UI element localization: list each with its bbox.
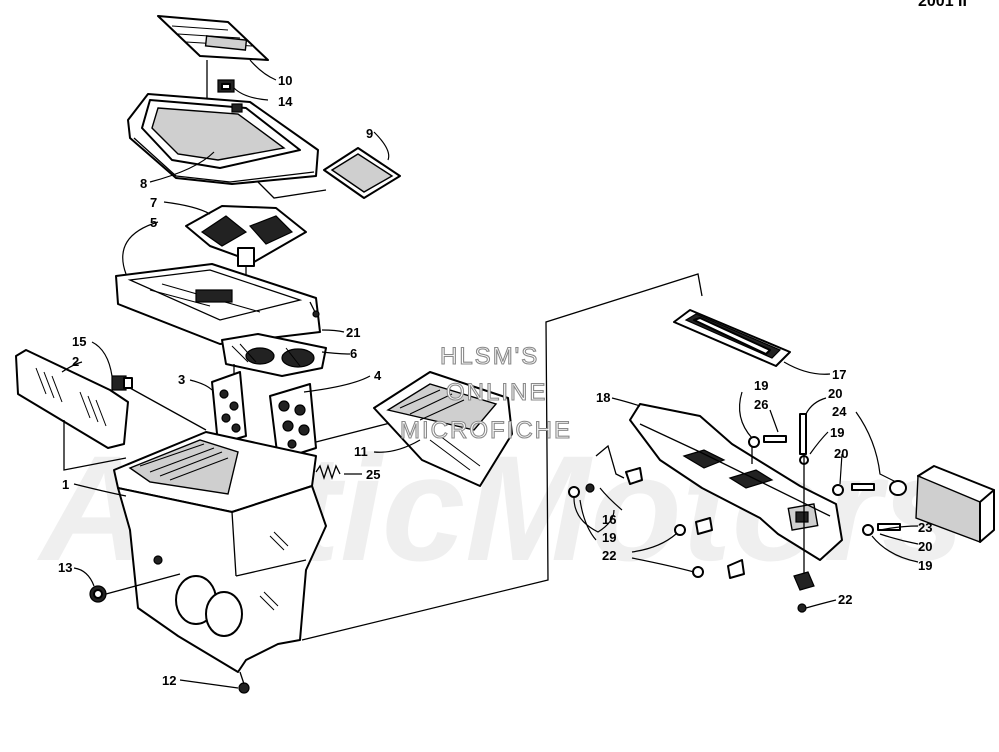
callout-15: 15 xyxy=(72,334,86,349)
watermark-line-1: HLSM'S xyxy=(440,343,539,370)
callout-16: 16 xyxy=(602,512,616,527)
group-bracket-line xyxy=(301,273,703,641)
part-1-airbox-housing xyxy=(113,431,327,673)
callout-9: 9 xyxy=(366,126,373,141)
callout-8: 8 xyxy=(140,176,147,191)
part-7-intake-cover xyxy=(185,205,307,267)
callout-25: 25 xyxy=(366,467,380,482)
callout-11: 11 xyxy=(354,444,368,459)
part-17-seal xyxy=(673,309,791,367)
callout-17: 17 xyxy=(832,367,846,382)
watermark-line-3: MICROFICHE xyxy=(400,417,572,444)
part-8-airbox-cover xyxy=(127,93,319,185)
hardware-washers xyxy=(568,413,907,613)
part-4-gasket xyxy=(269,383,395,461)
callout-20-c: 20 xyxy=(918,539,932,554)
callout-19-d: 19 xyxy=(918,558,932,573)
part-10-top-lid xyxy=(157,15,269,61)
callout-12: 12 xyxy=(162,673,176,688)
part-16-bracket xyxy=(595,444,643,485)
part-12-nut xyxy=(238,671,250,694)
part-2-side-panel xyxy=(15,349,129,471)
part-13-clamp xyxy=(89,573,181,603)
callout-19-a: 19 xyxy=(754,378,768,393)
callout-14: 14 xyxy=(278,94,293,109)
callout-1: 1 xyxy=(62,477,69,492)
diagram-code: 2001 II xyxy=(918,0,967,10)
part-6-boots xyxy=(221,333,327,377)
callout-26: 26 xyxy=(754,397,768,412)
callout-20-b: 20 xyxy=(834,446,848,461)
callout-13: 13 xyxy=(58,560,72,575)
part-15-fitting xyxy=(111,375,207,431)
watermark-line-2: ONLINE xyxy=(446,379,547,406)
leader-lines xyxy=(61,59,919,689)
callout-23: 23 xyxy=(918,520,932,535)
callout-22-a: 22 xyxy=(602,548,616,563)
callout-19-b: 19 xyxy=(830,425,844,440)
part-18-intake-channel xyxy=(629,403,843,561)
callout-21: 21 xyxy=(346,325,360,340)
callout-labels: 10 14 9 8 7 5 21 6 15 2 3 4 11 25 1 13 1… xyxy=(58,73,932,688)
callout-6: 6 xyxy=(350,346,357,361)
callout-24: 24 xyxy=(832,404,847,419)
part-9-filter-pad xyxy=(257,147,401,199)
part-5-tray xyxy=(115,263,321,345)
callout-10: 10 xyxy=(278,73,292,88)
part-3-gasket xyxy=(211,371,247,445)
callout-7: 7 xyxy=(150,195,157,210)
part-11-duct xyxy=(373,371,513,487)
part-23-foam-filter xyxy=(915,465,995,544)
callout-18: 18 xyxy=(596,390,610,405)
part-14-clip xyxy=(217,79,235,93)
callout-3: 3 xyxy=(178,372,185,387)
callout-2: 2 xyxy=(72,354,79,369)
callout-5: 5 xyxy=(150,215,157,230)
callout-22-b: 22 xyxy=(838,592,852,607)
callout-4: 4 xyxy=(374,368,382,383)
watermark: HLSM'S ONLINE MICROFICHE xyxy=(399,342,572,444)
callout-20-a: 20 xyxy=(828,386,842,401)
part-25-spring xyxy=(315,463,341,481)
callout-19-c: 19 xyxy=(602,530,616,545)
